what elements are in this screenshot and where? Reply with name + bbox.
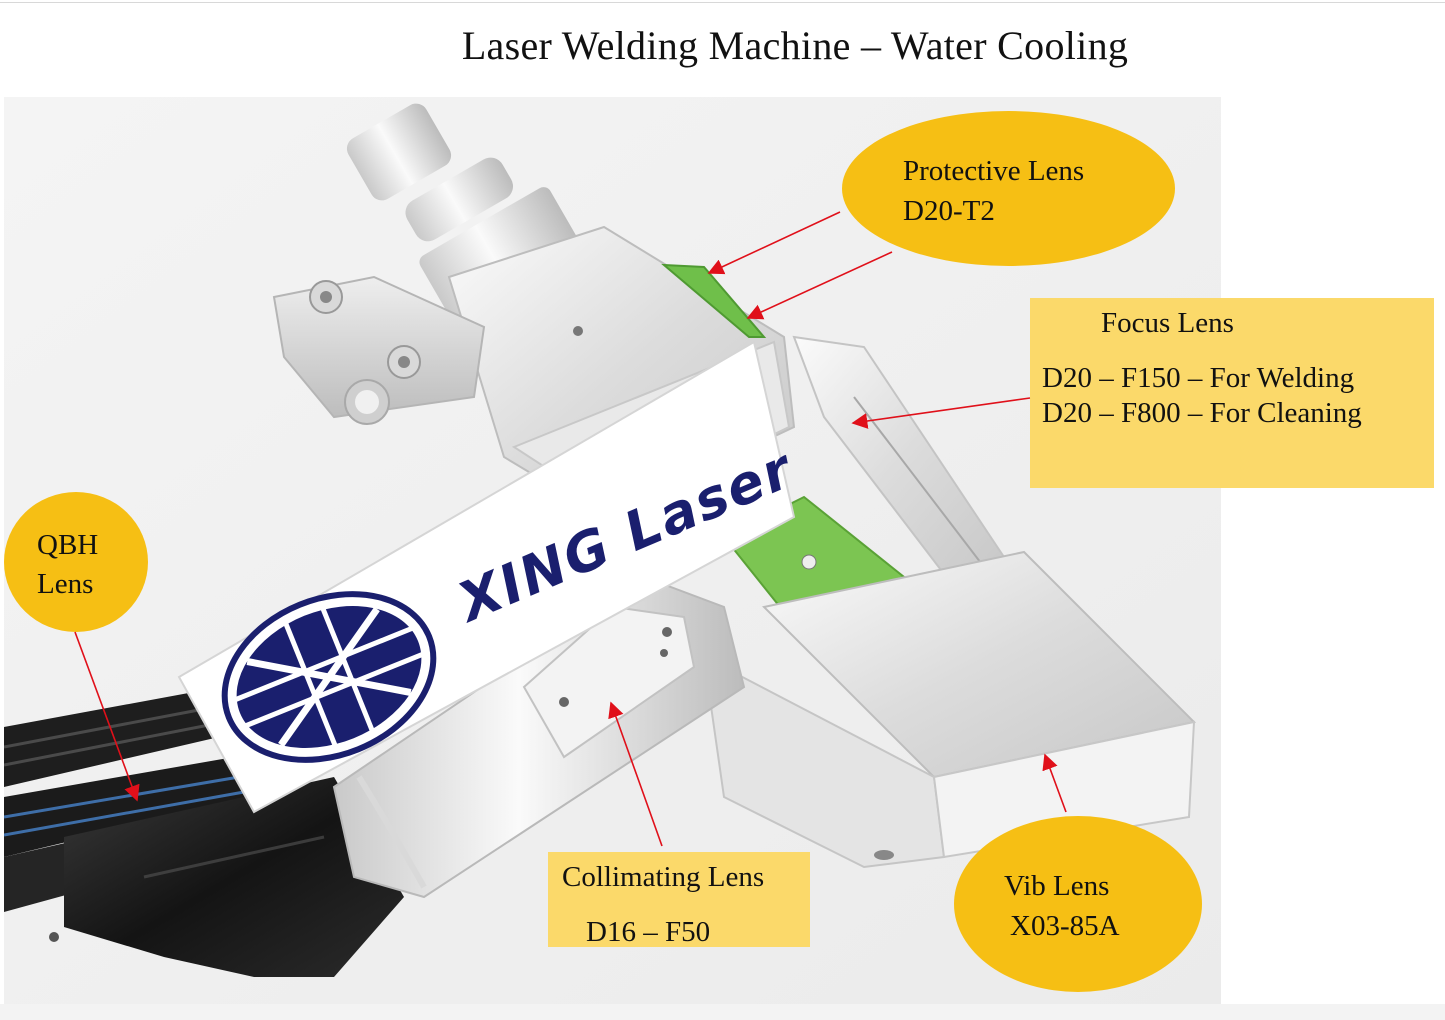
callout-qbh-lens: QBH Lens [4,492,148,632]
callout-focus-lens: Focus Lens D20 – F150 – For Welding D20 … [1030,298,1434,488]
focus-lens-title: Focus Lens [1101,307,1234,339]
qbh-lens-line1: QBH [37,529,99,561]
callout-protective-lens: Protective Lens D20-T2 [842,111,1175,266]
vib-lens-model: X03-85A [1010,910,1120,942]
top-divider [0,2,1445,3]
callout-collimating-lens: Collimating Lens D16 – F50 [548,852,810,948]
focus-lens-cleaning-spec: D20 – F800 – For Cleaning [1042,397,1362,429]
vib-lens-title: Vib Lens [1004,870,1110,902]
protective-lens-model: D20-T2 [903,195,995,227]
collimating-lens-model: D16 – F50 [586,916,711,948]
callout-vib-lens: Vib Lens X03-85A [954,816,1202,992]
focus-lens-welding-spec: D20 – F150 – For Welding [1042,362,1355,394]
protective-lens-title: Protective Lens [903,155,1085,187]
collimating-lens-title: Collimating Lens [562,861,765,893]
bottom-strip [0,1004,1445,1020]
page-title: Laser Welding Machine – Water Cooling [461,23,1129,68]
qbh-lens-line2: Lens [37,568,94,600]
